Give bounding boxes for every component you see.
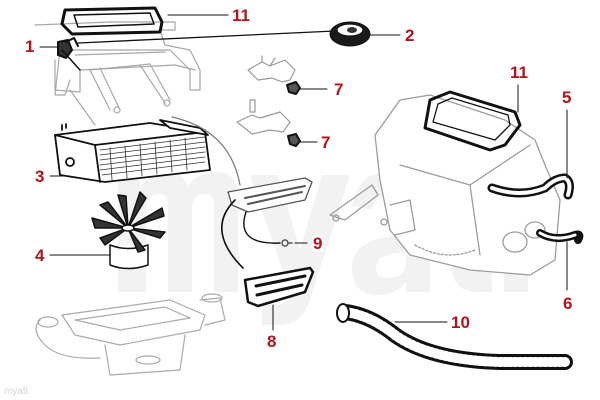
callout-11-right: 11 (509, 63, 529, 82)
lever-clip-lower (287, 133, 301, 147)
lever-bracket-upper (247, 55, 296, 83)
callout-4: 4 (34, 246, 46, 265)
callout-10: 10 (450, 313, 471, 332)
lower-heater-hose-inner (538, 231, 577, 240)
lever-bracket-lower (236, 99, 291, 135)
callout-5: 5 (561, 88, 573, 107)
callout-7-lower: 7 (320, 133, 332, 152)
lower-duct-housing (35, 293, 226, 376)
heater-box-left (34, 21, 201, 126)
callout-3: 3 (34, 167, 46, 186)
callout-2: 2 (404, 26, 416, 45)
callout-8: 8 (266, 332, 278, 351)
vent-grille-lower (243, 266, 315, 308)
grille-screw (281, 239, 293, 247)
control-valve (57, 37, 81, 71)
heater-core (54, 119, 211, 183)
heater-box-right (329, 94, 561, 276)
intake-seal-right (423, 90, 522, 152)
rubber-grommet (329, 21, 371, 47)
upper-heater-hose-inner (490, 176, 572, 197)
blower-fan-motor (91, 191, 166, 270)
leader-1-to-2 (77, 30, 336, 44)
callout-9: 9 (312, 234, 324, 253)
callout-6: 6 (562, 294, 574, 313)
lever-clip-upper (286, 81, 301, 95)
routing-arrow-upper (171, 116, 241, 186)
callout-7-upper: 7 (333, 80, 345, 99)
watermark: myati (4, 386, 28, 397)
vent-grille-upper (227, 177, 313, 213)
routing-arrow-lower (243, 211, 281, 244)
intake-seal-left (60, 6, 164, 36)
routing-arrow-grille (221, 199, 244, 269)
callout-11-left: 11 (231, 6, 251, 25)
flexible-duct-hose (336, 303, 573, 370)
callout-1: 1 (24, 37, 36, 56)
